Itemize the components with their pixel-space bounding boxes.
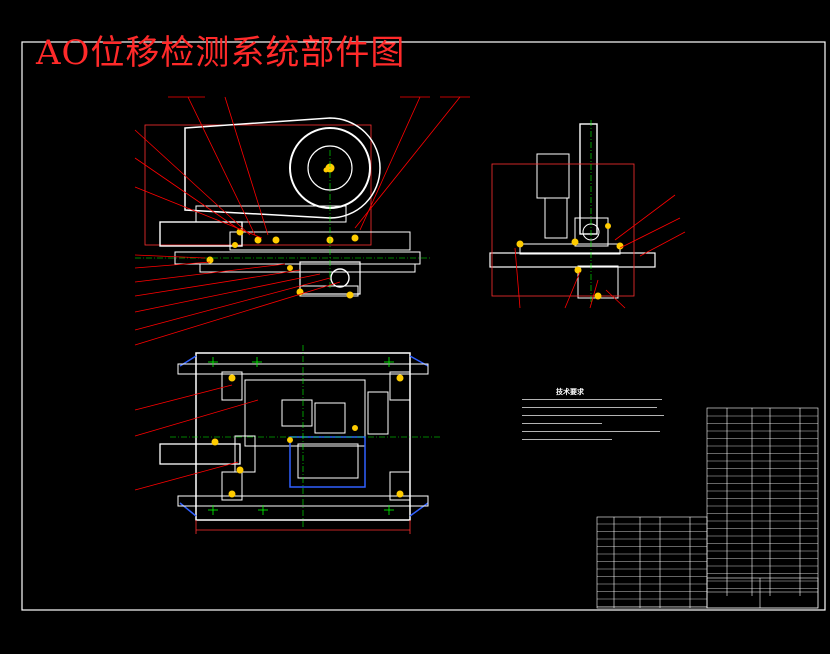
plan-centerlines [170,345,440,527]
plan-view [159,345,440,534]
side-base [489,252,656,268]
front-view-dimension-box [144,124,372,246]
plan-cylinder [159,443,241,465]
parts-list-rows [597,415,818,607]
technical-requirements-line [522,431,660,432]
plan-crosshairs [208,357,394,515]
rail-base [199,263,416,273]
technical-requirements-title: 技术要求 [556,388,584,396]
plan-block-left-top [221,371,243,401]
front-bolts [206,167,359,299]
technical-requirements-line [522,423,602,424]
drawing-title: AO位移检测系统部件图 [36,33,406,73]
side-bracket [574,217,609,247]
plan-block-left-bot [221,471,243,501]
front-view [135,117,430,299]
side-view-leaders [514,194,686,309]
plan-block-right-bot [389,471,411,501]
technical-requirements-line [522,399,662,400]
plan-slot-3 [367,391,389,435]
pulley-hub [307,145,353,191]
plan-slot-2 [314,402,346,434]
bottom-wheel [330,268,350,288]
plan-block-right-top [389,371,411,401]
plan-bolts [211,374,404,498]
outer-frame [21,41,826,611]
belt-housing [184,117,381,219]
technical-requirements-line [522,439,612,440]
side-bolts [516,223,624,300]
side-pulley [579,123,598,235]
technical-requirements-line [522,415,664,416]
motor-block [536,153,570,199]
parts-list-lower [596,516,708,609]
front-view-leaders [134,96,470,346]
title-block [706,577,819,609]
plan-left-rail [179,355,197,517]
motor-shaft-block [544,197,568,239]
plan-window-inner [297,443,359,479]
motor-bracket [195,205,347,223]
plan-right-rail [409,355,429,517]
plan-slot-1 [281,399,313,427]
technical-requirements-line [522,407,657,408]
side-dimension-box [491,163,635,297]
plan-view-leaders [134,384,259,491]
slide-plate [229,231,411,251]
plan-cylinder-head [234,435,256,473]
plan-carriage [244,379,366,447]
side-view [489,120,656,305]
